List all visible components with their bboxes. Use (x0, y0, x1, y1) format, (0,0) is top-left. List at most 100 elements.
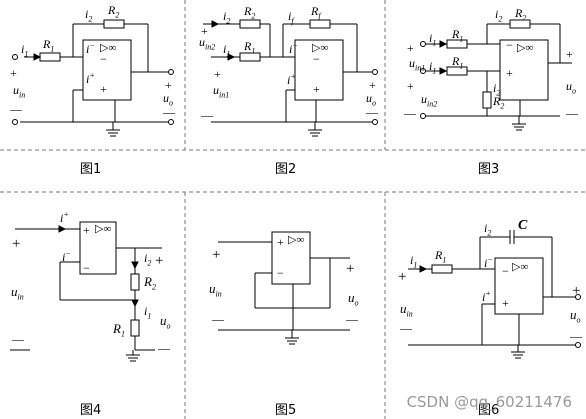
fig2-Rf: Rf (311, 4, 321, 21)
fig2-uin2: uin2 (199, 35, 216, 52)
fig1-out-dash: — (163, 105, 175, 119)
fig2-caption: 图2 (275, 162, 297, 177)
fig6-in-dash: — (400, 321, 412, 335)
fig2-R1: R1 (244, 39, 256, 56)
fig3-i2: i2 (495, 7, 503, 24)
fig2-uin1: uin1 (213, 83, 230, 100)
fig1-caption: 图1 (80, 162, 102, 177)
fig4-caption: 图4 (80, 403, 102, 418)
fig6-i-minus: i− (484, 255, 493, 270)
fig3-in1-plus: + (407, 41, 414, 55)
fig4-R1: R1 (113, 321, 125, 339)
fig1-pin-minus: − (100, 52, 107, 66)
fig5-uo: uo (348, 290, 359, 308)
fig1-i-minus: i− (86, 41, 95, 56)
fig1-R1: R1 (43, 37, 55, 54)
fig4-i2: i2 (144, 251, 152, 268)
fig4-in-dash: — (12, 332, 24, 346)
fig5-caption: 图5 (275, 403, 297, 418)
fig3-R1-bottom: R1 (452, 54, 464, 71)
fig4-pin-plus: + (83, 223, 90, 237)
fig2-in1-plus: + (214, 67, 221, 81)
fig5-pin-minus: − (277, 266, 284, 280)
fig4-uo: uo (160, 313, 171, 331)
fig3-i1: i1 (429, 31, 437, 48)
fig4-circuit (10, 221, 162, 362)
fig4-out-plus: + (155, 253, 164, 269)
fig6-uin: uin (400, 301, 413, 319)
fig3-pin-plus: + (506, 66, 513, 80)
fig1-uo: uo (163, 91, 173, 108)
fig3-i1b: i1 (429, 59, 437, 76)
fig5-uin: uin (209, 281, 222, 299)
fig4-uin: uin (11, 284, 24, 302)
fig2-out-dash: — (366, 105, 378, 119)
fig6-pin-plus: + (502, 296, 509, 310)
fig4-i1: i1 (144, 304, 152, 321)
fig2-pin-plus: + (313, 82, 320, 96)
fig1-uin: uin (13, 83, 26, 100)
fig1-in-plus: + (10, 66, 17, 80)
fig3-R2-bottom: R2 (493, 94, 505, 111)
fig6-opamp-symbol: ▷∞ (512, 261, 529, 273)
fig1-opamp-symbol: ▷∞ (100, 42, 117, 54)
fig1-i2: i2 (85, 7, 93, 24)
fig6-uo: uo (570, 307, 581, 325)
fig3-i2b: i2 (493, 81, 501, 98)
fig5-opamp-symbol: ▷∞ (288, 234, 305, 246)
fig4-i-plus: i+ (60, 210, 69, 225)
fig3-caption: 图3 (478, 162, 500, 177)
fig4-in-plus: + (12, 236, 21, 252)
fig3-uin1: uin1 (409, 56, 426, 73)
fig6-pin-minus: − (502, 264, 509, 278)
fig3-circuit (420, 19, 572, 131)
fig3-pin-minus: − (506, 38, 513, 52)
fig2-in2-plus: + (201, 24, 208, 38)
fig3-in-dash: — (404, 106, 416, 120)
fig6-out-dash: — (570, 329, 582, 343)
fig4-i-minus: i− (62, 249, 71, 264)
fig1-out-plus: + (165, 78, 172, 92)
fig2-opamp-symbol: ▷∞ (312, 42, 329, 54)
fig3-uin2: uin2 (421, 92, 438, 109)
fig2-if: if (288, 9, 294, 26)
fig2-uo: uo (366, 91, 376, 108)
fig3-in2-plus: + (407, 79, 414, 93)
fig1-in-dash: — (10, 102, 22, 116)
fig5-circuit (218, 231, 350, 345)
fig5-out-plus: + (346, 261, 355, 277)
fig6-i1: i1 (410, 253, 418, 270)
fig2-out-plus: + (369, 78, 376, 92)
fig1-i1: i1 (21, 42, 29, 59)
fig6-circuit (408, 230, 581, 359)
fig1-i-plus: i+ (86, 71, 95, 86)
fig5-in-dash: — (212, 312, 224, 326)
fig1-R2: R2 (108, 3, 120, 20)
fig5-out-dash: — (346, 312, 358, 326)
watermark: CSDN @qq_60211476 (406, 393, 572, 411)
fig3-out-plus: + (566, 47, 573, 61)
fig2-i-plus: i+ (287, 72, 296, 87)
fig6-R1: R1 (435, 248, 447, 265)
fig6-in-plus: + (398, 269, 407, 285)
fig2-i2: i2 (223, 9, 231, 26)
fig3-R1-top: R1 (452, 27, 464, 44)
fig6-i-plus: i+ (482, 289, 491, 304)
fig2-in-dash: — (201, 108, 213, 122)
fig2-i-minus: i− (289, 41, 298, 56)
fig2-pin-minus: − (313, 52, 320, 66)
fig2-circuit (203, 19, 378, 137)
fig3-uo: uo (566, 79, 576, 96)
fig4-R2: R2 (144, 274, 156, 292)
fig4-out-dash: — (158, 341, 170, 355)
fig5-pin-plus: + (277, 235, 284, 249)
fig3-R2-top: R2 (515, 6, 527, 23)
fig5-in-plus: + (212, 247, 221, 263)
fig6-C: C (518, 218, 528, 233)
fig2-i1: i1 (223, 42, 231, 59)
fig1-circuit (12, 19, 174, 137)
fig6-i2: i2 (484, 221, 492, 238)
